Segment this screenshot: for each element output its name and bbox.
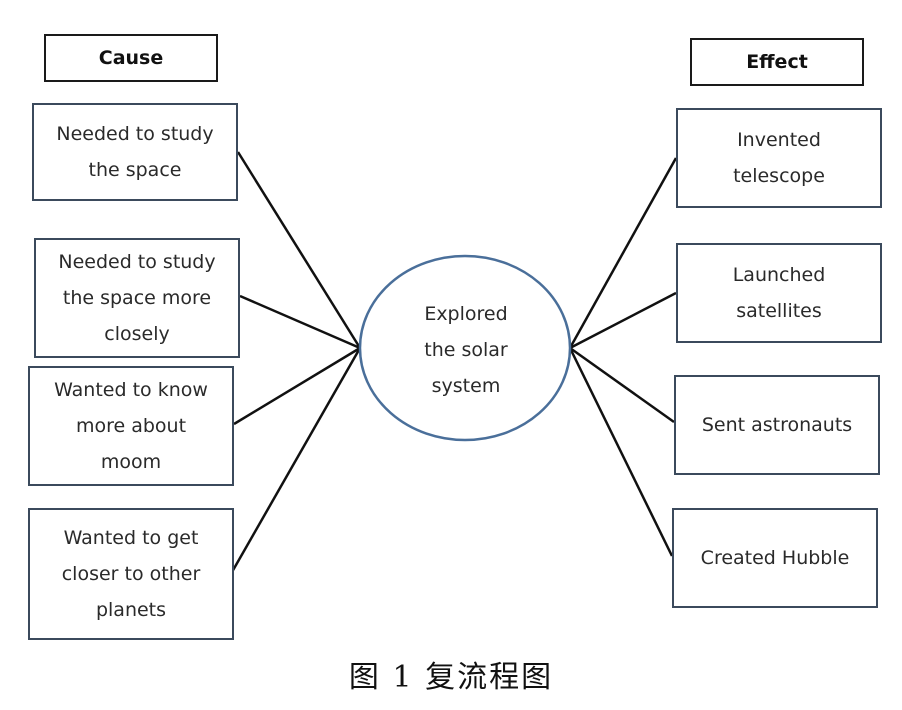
cause-3-line-1: Wanted to know <box>54 379 208 401</box>
cause-4-line-2: closer to other <box>61 563 201 585</box>
connector-cause-3 <box>233 346 361 426</box>
cause-box-1: Needed to study the space <box>32 103 238 201</box>
connector-effect-4 <box>568 347 674 557</box>
center-line-2: the solar <box>424 339 508 361</box>
center-line-3: system <box>431 375 501 397</box>
figure-caption: 图 1 复流程图 <box>348 660 554 695</box>
cause-4-line-1: Wanted to get <box>63 527 199 549</box>
cause-3-line-3: moom <box>100 451 162 473</box>
effect-box-3: Sent astronauts <box>674 375 880 475</box>
cause-2-line-1: Needed to study <box>58 251 216 273</box>
effect-1-line-1: Invented <box>737 129 821 151</box>
center-ellipse <box>358 254 572 442</box>
effect-2-line-1: Launched <box>732 264 826 286</box>
effect-header: Effect <box>690 38 864 86</box>
effect-1-line-2: telescope <box>733 165 825 187</box>
connector-effect-2 <box>569 291 677 350</box>
cause-1-line-2: the space <box>88 159 182 181</box>
connector-effect-1 <box>568 157 678 349</box>
effect-box-2: Launched satellites <box>676 243 882 343</box>
effect-box-1: Invented telescope <box>676 108 882 208</box>
center-node-label: Explored the solar system <box>362 296 570 404</box>
cause-3-line-2: more about <box>75 415 187 437</box>
cause-box-4: Wanted to get closer to other planets <box>28 508 234 640</box>
effect-2-line-2: satellites <box>736 300 822 322</box>
connector-cause-4 <box>230 347 362 573</box>
effect-header-label: Effect <box>746 51 808 73</box>
cause-box-2: Needed to study the space more closely <box>34 238 240 358</box>
effect-3-line-1: Sent astronauts <box>701 414 853 436</box>
cause-header-label: Cause <box>98 47 164 69</box>
cause-4-line-3: planets <box>95 599 167 621</box>
effect-4-line-1: Created Hubble <box>700 547 850 569</box>
connector-cause-1 <box>236 151 362 349</box>
cause-1-line-1: Needed to study <box>56 123 214 145</box>
connector-effect-3 <box>569 346 675 424</box>
center-line-1: Explored <box>424 303 508 325</box>
cause-2-line-3: closely <box>104 323 170 345</box>
cause-2-line-2: the space more <box>62 287 212 309</box>
connector-cause-2 <box>239 294 361 350</box>
cause-header: Cause <box>44 34 218 82</box>
effect-box-4: Created Hubble <box>672 508 878 608</box>
cause-box-3: Wanted to know more about moom <box>28 366 234 486</box>
